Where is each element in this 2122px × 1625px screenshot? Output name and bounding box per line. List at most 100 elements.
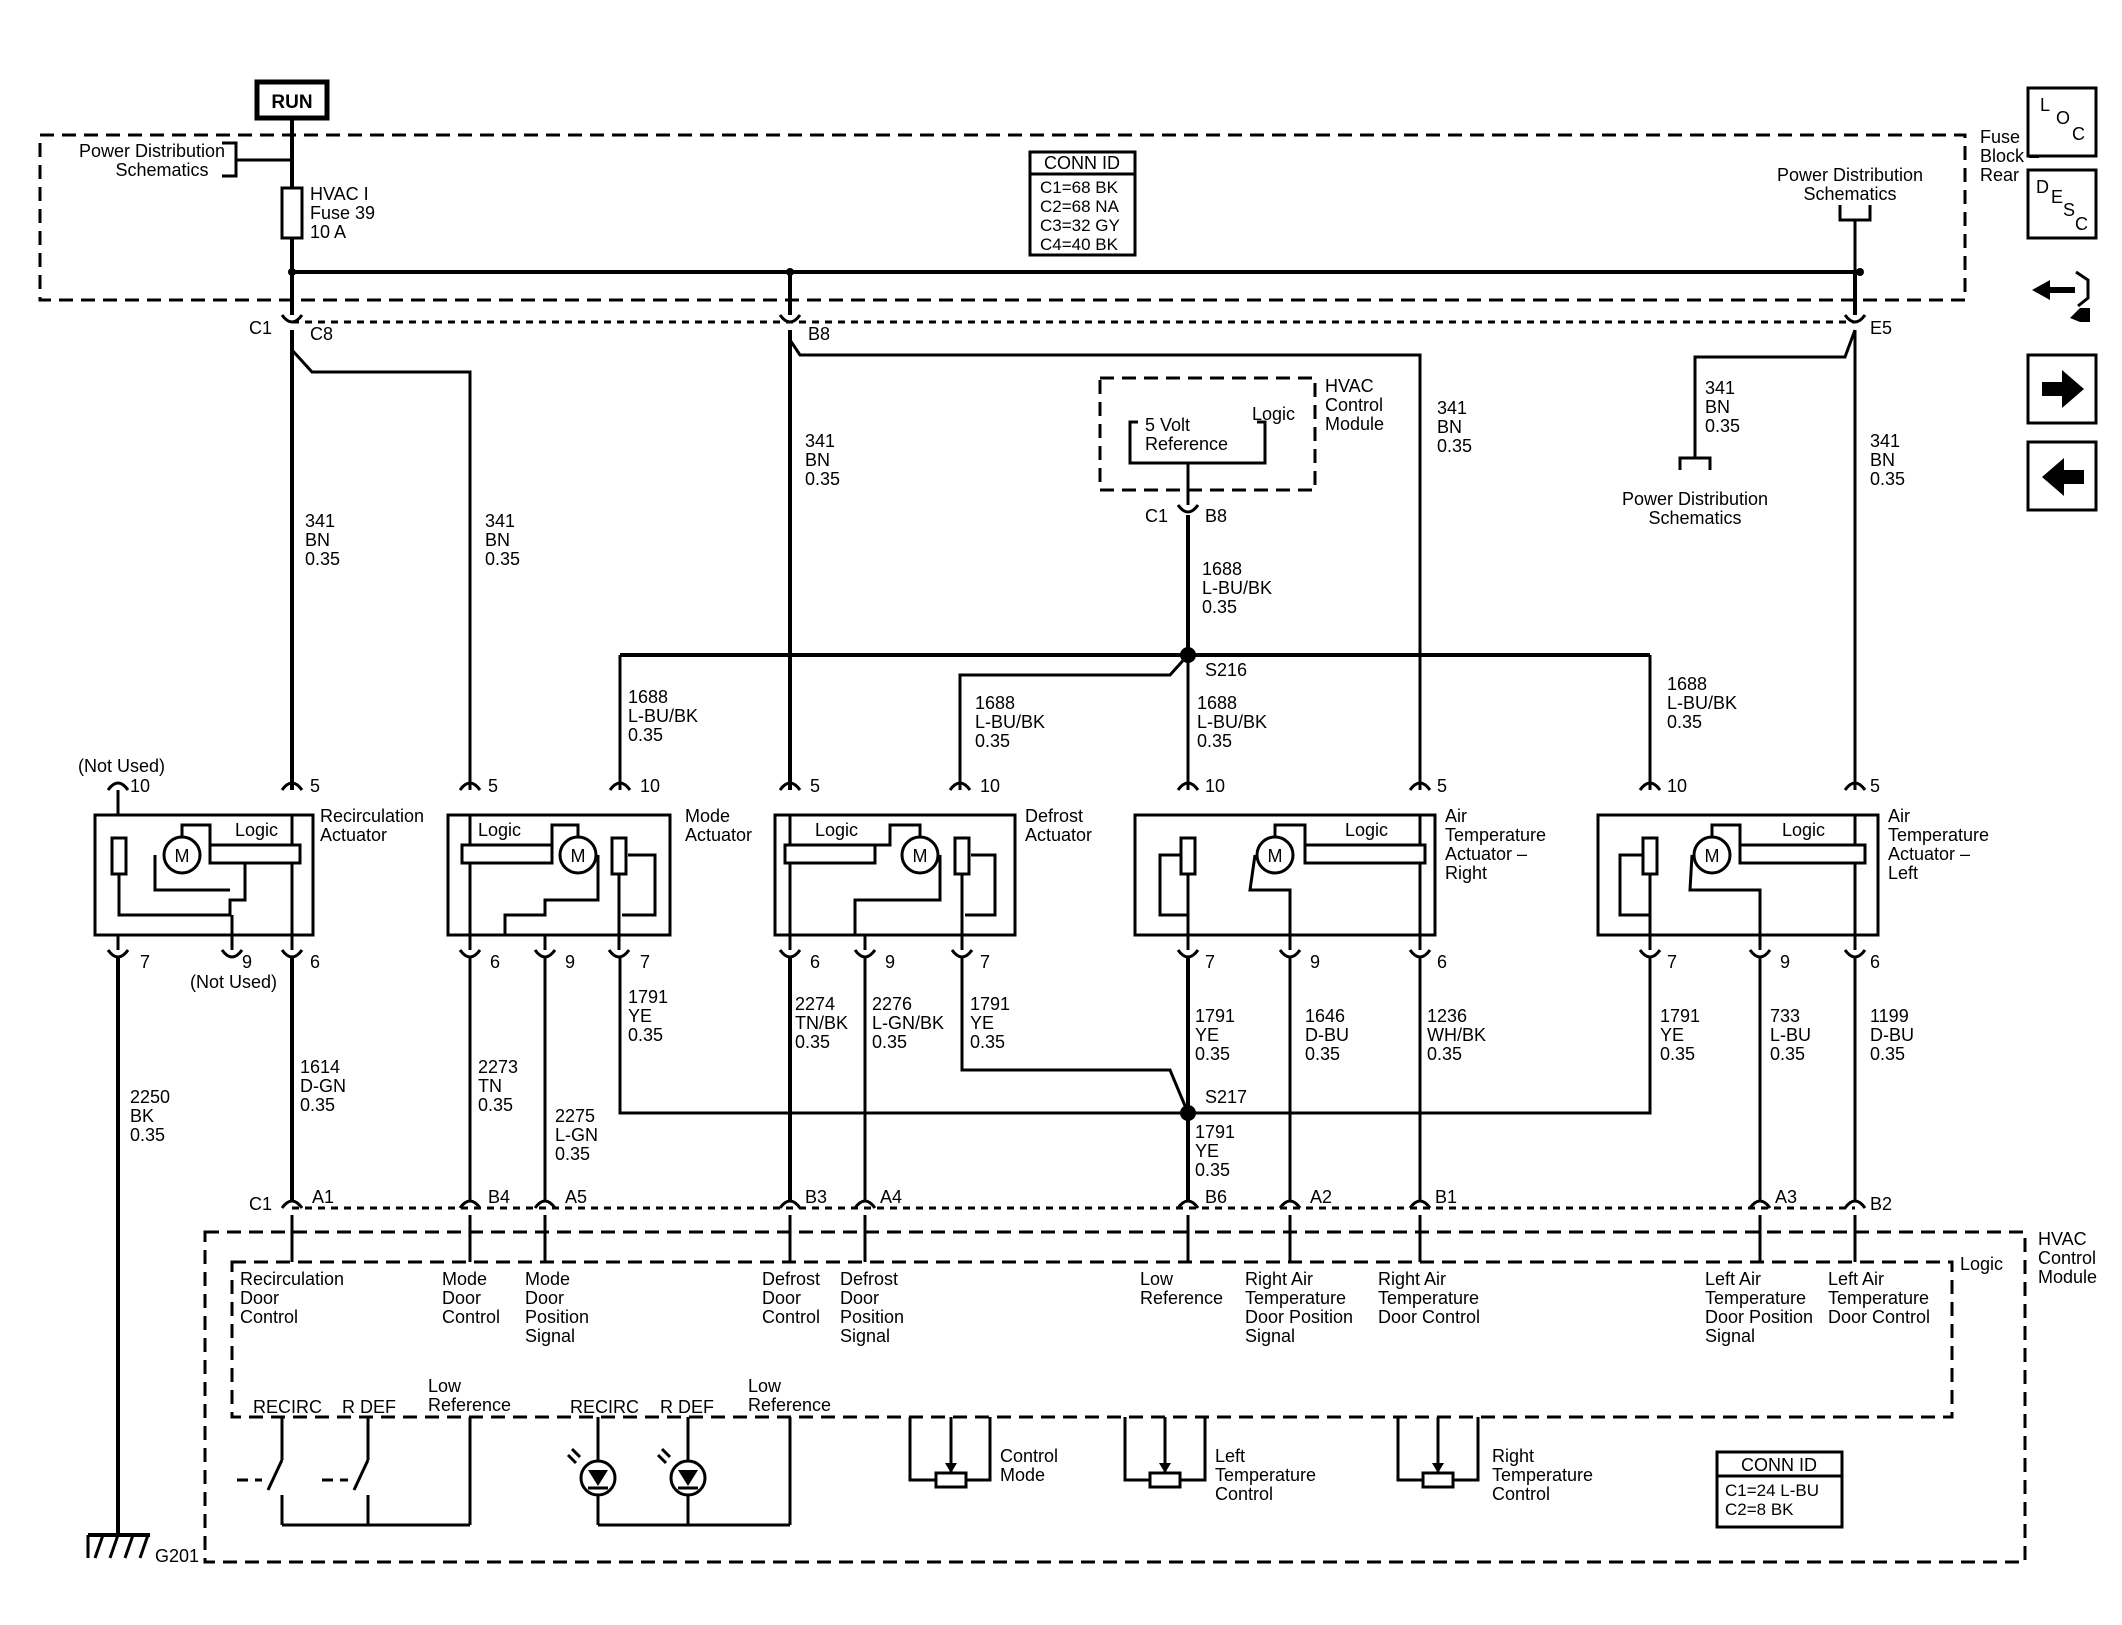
svg-text:0.35: 0.35 — [1202, 597, 1237, 617]
svg-text:0.35: 0.35 — [1660, 1044, 1695, 1064]
svg-text:Module: Module — [1325, 414, 1384, 434]
previous-page-button[interactable] — [2026, 440, 2098, 512]
svg-text:BK: BK — [130, 1106, 154, 1126]
tools-icon[interactable] — [2032, 270, 2090, 322]
svg-text:7: 7 — [1205, 952, 1215, 972]
svg-text:C8: C8 — [310, 324, 333, 344]
svg-text:Control: Control — [1325, 395, 1383, 415]
module-pin-c1-a1: C1 A1 — [249, 1187, 334, 1214]
svg-text:0.35: 0.35 — [1195, 1044, 1230, 1064]
svg-text:M: M — [913, 846, 928, 866]
svg-text:E: E — [2051, 187, 2063, 207]
svg-text:M: M — [1268, 846, 1283, 866]
svg-text:0.35: 0.35 — [872, 1032, 907, 1052]
svg-text:O: O — [2056, 108, 2070, 128]
svg-text:0.35: 0.35 — [1427, 1044, 1462, 1064]
splice-s217 — [1180, 1105, 1196, 1121]
svg-text:0.35: 0.35 — [1437, 436, 1472, 456]
svg-text:0.35: 0.35 — [305, 549, 340, 569]
signal-left-door-position: Left Air Temperature Door Position Signa… — [1705, 1269, 1813, 1346]
svg-text:7: 7 — [980, 952, 990, 972]
svg-text:D-BU: D-BU — [1870, 1025, 1914, 1045]
svg-text:Control: Control — [1492, 1484, 1550, 1504]
svg-text:5 Volt: 5 Volt — [1145, 415, 1190, 435]
label-1688-mode: 1688 L-BU/BK 0.35 — [628, 687, 698, 745]
label-1199: 1199 D-BU 0.35 — [1870, 1006, 1914, 1064]
svg-text:Logic: Logic — [235, 820, 278, 840]
svg-text:C4=40 BK: C4=40 BK — [1040, 235, 1119, 254]
svg-text:5: 5 — [1870, 776, 1880, 796]
svg-text:10: 10 — [130, 776, 150, 796]
svg-text:C3=32 GY: C3=32 GY — [1040, 216, 1120, 235]
next-page-button[interactable] — [2026, 353, 2098, 425]
fuse-pin-c1-c8: C1 C8 — [249, 272, 333, 344]
svg-text:HVAC: HVAC — [1325, 376, 1374, 396]
svg-text:Door Control: Door Control — [1378, 1307, 1480, 1327]
desc-button[interactable]: D E S C — [2026, 168, 2098, 240]
label-1646: 1646 D-BU 0.35 — [1305, 1006, 1349, 1064]
svg-text:Logic: Logic — [1960, 1254, 2003, 1274]
svg-text:C1: C1 — [249, 318, 272, 338]
svg-text:Air: Air — [1445, 806, 1467, 826]
svg-text:1791: 1791 — [628, 987, 668, 1007]
module-inputs — [290, 1215, 1857, 1262]
label-1791-main: 1791 YE 0.35 — [1195, 1122, 1235, 1180]
mode-actuator: 5 10 Logic M 6 9 7 Mode Actuator — [446, 776, 752, 972]
svg-text:Schematics: Schematics — [115, 160, 208, 180]
label-1236: 1236 WH/BK 0.35 — [1427, 1006, 1486, 1064]
svg-text:2274: 2274 — [795, 994, 835, 1014]
conn-id-table-top: CONN ID C1=68 BK C2=68 NA C3=32 GY C4=40… — [1028, 150, 1137, 257]
signal-low-reference: Low Reference — [1140, 1269, 1223, 1308]
svg-text:C2=8 BK: C2=8 BK — [1725, 1500, 1794, 1519]
svg-text:D-BU: D-BU — [1305, 1025, 1349, 1045]
switch-group: RECIRC R DEF Low Reference — [237, 1376, 511, 1527]
svg-text:A5: A5 — [565, 1187, 587, 1207]
svg-text:HVAC I: HVAC I — [310, 184, 369, 204]
svg-text:YE: YE — [1195, 1025, 1219, 1045]
svg-text:Low: Low — [1140, 1269, 1174, 1289]
svg-text:9: 9 — [885, 952, 895, 972]
svg-text:0.35: 0.35 — [130, 1125, 165, 1145]
label-341-defrost: 341 BN 0.35 — [805, 431, 840, 489]
power-distribution-ref-right: Power Distribution Schematics — [1777, 165, 1923, 274]
svg-text:341: 341 — [485, 511, 515, 531]
svg-text:Door: Door — [525, 1288, 564, 1308]
wire-341-mode — [290, 348, 472, 790]
module-pin-a5: A5 — [533, 1187, 587, 1209]
svg-text:A4: A4 — [880, 1187, 902, 1207]
svg-text:C1=24 L-BU: C1=24 L-BU — [1725, 1481, 1819, 1500]
svg-text:Left: Left — [1215, 1446, 1245, 1466]
power-distribution-ref-mid: Power Distribution Schematics — [1622, 489, 1768, 528]
svg-text:6: 6 — [1437, 952, 1447, 972]
svg-text:5: 5 — [488, 776, 498, 796]
svg-text:Right Air: Right Air — [1245, 1269, 1313, 1289]
svg-text:Temperature: Temperature — [1378, 1288, 1479, 1308]
svg-text:0.35: 0.35 — [970, 1032, 1005, 1052]
svg-text:Schematics: Schematics — [1803, 184, 1896, 204]
svg-text:6: 6 — [490, 952, 500, 972]
svg-text:L: L — [2040, 95, 2050, 115]
svg-text:L-BU/BK: L-BU/BK — [1197, 712, 1267, 732]
svg-text:L-GN/BK: L-GN/BK — [872, 1013, 944, 1033]
splice-s217-label: S217 — [1205, 1087, 1247, 1107]
svg-text:BN: BN — [1437, 417, 1462, 437]
pot-left-temp: Left Temperature Control — [1123, 1417, 1316, 1504]
svg-text:WH/BK: WH/BK — [1427, 1025, 1486, 1045]
svg-text:Recirculation: Recirculation — [320, 806, 424, 826]
svg-text:RECIRC: RECIRC — [253, 1397, 322, 1417]
module-pin-a4: A4 — [853, 1187, 902, 1209]
svg-text:Control: Control — [442, 1307, 500, 1327]
loc-button[interactable]: L O C — [2026, 86, 2098, 158]
label-733: 733 L-BU 0.35 — [1770, 1006, 1811, 1064]
svg-text:Defrost: Defrost — [1025, 806, 1083, 826]
svg-text:D: D — [2036, 177, 2049, 197]
hvac-module-5v-reference: 5 Volt Reference Logic HVAC Control Modu… — [1098, 376, 1384, 526]
label-1688-air-left: 1688 L-BU/BK 0.35 — [1667, 674, 1737, 732]
svg-text:A1: A1 — [312, 1187, 334, 1207]
svg-text:1688: 1688 — [1197, 693, 1237, 713]
svg-text:Left: Left — [1888, 863, 1918, 883]
recirculation-actuator: (Not Used) 10 5 M Logic 7 9 (Not Used) 6… — [78, 756, 424, 992]
svg-text:R DEF: R DEF — [660, 1397, 714, 1417]
label-2250: 2250 BK 0.35 — [130, 1087, 170, 1145]
